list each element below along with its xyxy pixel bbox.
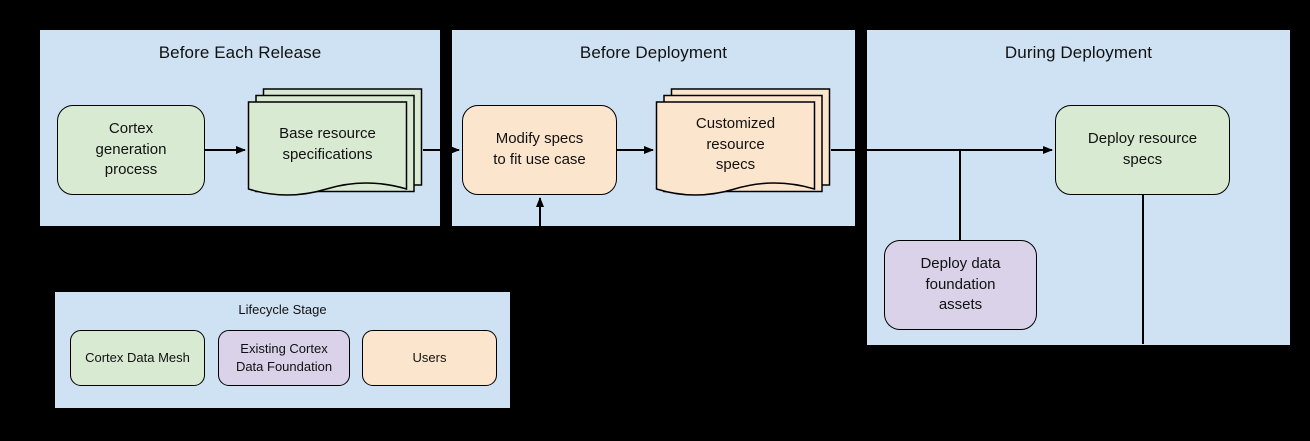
legend-item-label: Cortex Data Mesh: [85, 350, 190, 366]
node-base-resource-specifications: Base resource specifications: [247, 88, 423, 210]
legend-item-users: Users: [362, 330, 497, 386]
node-deploy-data-foundation-assets: Deploy data foundation assets: [884, 240, 1037, 330]
panel-title: During Deployment: [1004, 43, 1153, 62]
legend-title: Lifecycle Stage: [238, 302, 327, 317]
node-cortex-generation-process: Cortex generation process: [57, 105, 205, 195]
legend-panel: Lifecycle Stage Cortex Data Mesh Existin…: [55, 292, 510, 408]
legend-item-label: Existing Cortex Data Foundation: [235, 341, 333, 374]
node-label: Deploy resource specs: [1087, 130, 1198, 168]
stacked-documents-shape: [655, 88, 831, 196]
node-customized-resource-specs: Customized resource specs: [655, 88, 831, 210]
legend-item-label: Users: [412, 350, 447, 366]
node-label: Cortex generation process: [95, 119, 167, 179]
legend-item-cortex-data-mesh: Cortex Data Mesh: [70, 330, 205, 386]
node-label: Modify specs to fit use case: [493, 130, 586, 168]
node-label: Customized resource specs: [695, 114, 776, 174]
node-label: Deploy data foundation assets: [920, 254, 1001, 314]
legend-item-existing-cortex-data-foundation: Existing Cortex Data Foundation: [218, 330, 350, 386]
panel-title: Before Each Release: [158, 43, 322, 62]
stacked-documents-shape: [247, 88, 423, 196]
panel-title: Before Deployment: [579, 43, 728, 62]
node-modify-specs-to-fit-use-case: Modify specs to fit use case: [462, 105, 617, 195]
node-deploy-resource-specs: Deploy resource specs: [1055, 105, 1230, 195]
node-label: Base resource specifications: [279, 125, 376, 163]
